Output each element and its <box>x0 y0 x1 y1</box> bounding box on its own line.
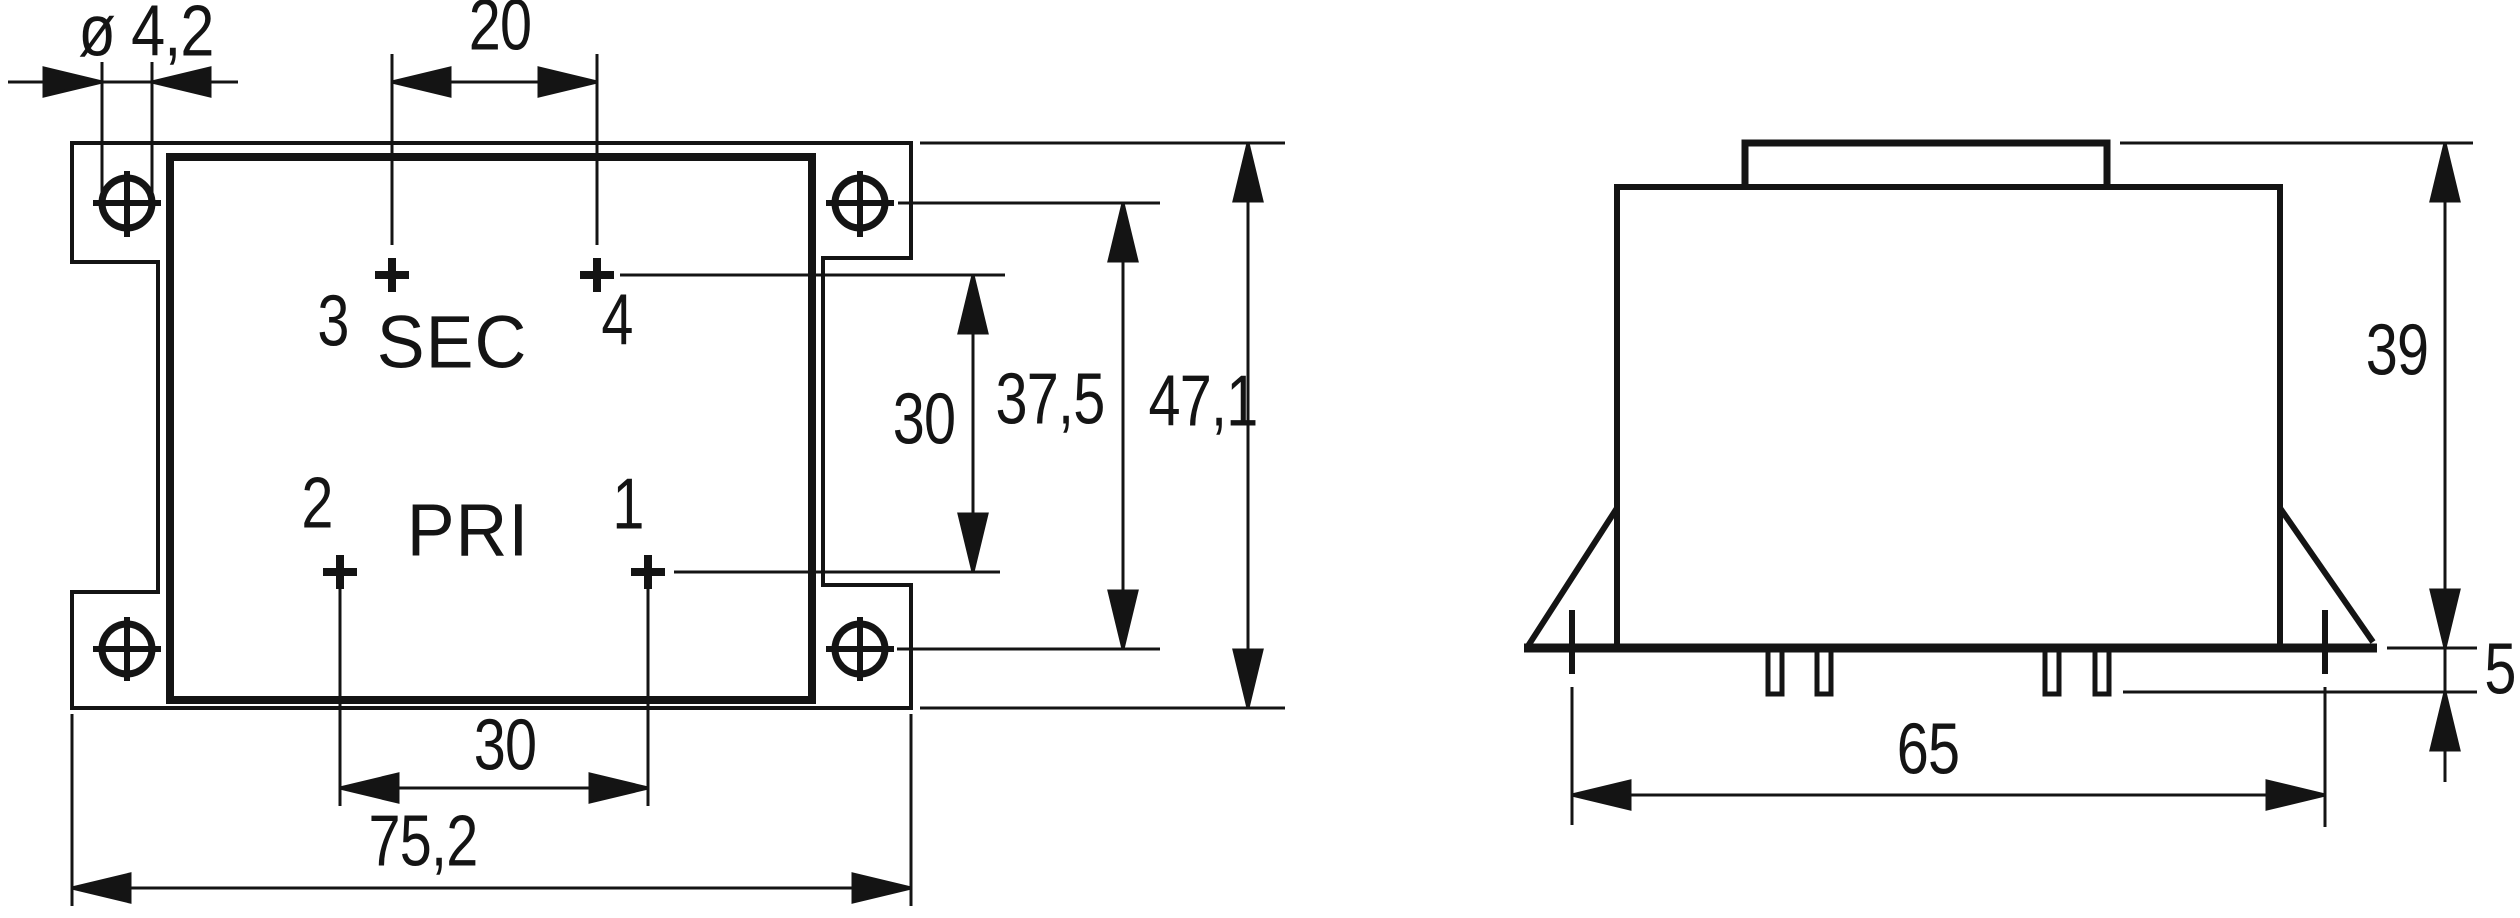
arrow-icon <box>1232 648 1264 709</box>
arrow-icon <box>42 66 103 98</box>
top-view-dimensions <box>8 54 1285 906</box>
dim-sec-pin-spacing: 20 <box>468 0 532 66</box>
mounting-hole-bottom-right-icon <box>826 617 894 681</box>
dim-standoff-height: 5 <box>2484 629 2516 710</box>
arrow-icon <box>588 772 649 804</box>
dim-hole-diameter: ø 4,2 <box>78 0 214 72</box>
pin4-cross-icon <box>580 258 614 292</box>
pin <box>2092 647 2112 697</box>
pin <box>1765 647 1785 697</box>
mounting-hole-top-left-icon <box>93 171 161 237</box>
secondary-winding-label: SEC <box>376 300 528 384</box>
arrow-icon <box>339 772 400 804</box>
arrow-icon <box>957 512 989 573</box>
dim-overall-width: 75,2 <box>368 801 479 882</box>
arrow-icon <box>1232 142 1264 203</box>
arrow-icon <box>2265 779 2326 811</box>
body-outline <box>166 153 816 704</box>
arrow-icon <box>537 66 598 98</box>
dim-hole-row-spacing: 37,5 <box>995 359 1106 440</box>
arrow-icon <box>151 66 212 98</box>
top-view-part <box>70 141 913 710</box>
pin <box>1814 647 1834 697</box>
pin2-cross-icon <box>323 555 357 589</box>
mounting-hole-bottom-left-icon <box>93 617 161 681</box>
mounting-hole-top-right-icon <box>826 171 894 237</box>
pin4-label: 4 <box>601 280 633 361</box>
pin <box>2042 647 2062 697</box>
arrow-icon <box>1571 779 1632 811</box>
dim-pri-pin-spacing: 30 <box>473 705 537 786</box>
pin3-cross-icon <box>375 258 409 292</box>
top-cap-outline <box>1741 139 2111 187</box>
body-outline <box>1614 184 2283 651</box>
arrow-icon <box>2429 691 2461 752</box>
front-view-part <box>1524 139 2377 697</box>
flare-left <box>1525 506 1620 648</box>
pin2-label: 2 <box>301 463 333 544</box>
solder-pins <box>1765 647 2112 697</box>
flare-right <box>2277 506 2376 644</box>
pin3-label: 3 <box>317 281 349 362</box>
dim-body-height: 39 <box>2365 310 2429 391</box>
arrow-icon <box>851 872 912 904</box>
arrow-icon <box>957 274 989 335</box>
arrow-icon <box>1107 202 1139 263</box>
arrow-icon <box>71 872 132 904</box>
arrow-icon <box>391 66 452 98</box>
pin1-cross-icon <box>631 555 665 589</box>
arrow-icon <box>2429 588 2461 649</box>
primary-winding-label: PRI <box>406 488 530 572</box>
dim-flange-span: 47,1 <box>1148 361 1259 442</box>
arrow-icon <box>2429 142 2461 203</box>
flange-outline <box>70 141 913 710</box>
front-view-dimensions <box>1570 141 2477 827</box>
arrow-icon <box>1107 589 1139 650</box>
pin1-label: 1 <box>612 464 644 545</box>
dim-pin-row-spacing: 30 <box>892 379 956 460</box>
dim-mounting-span: 65 <box>1896 709 1960 790</box>
